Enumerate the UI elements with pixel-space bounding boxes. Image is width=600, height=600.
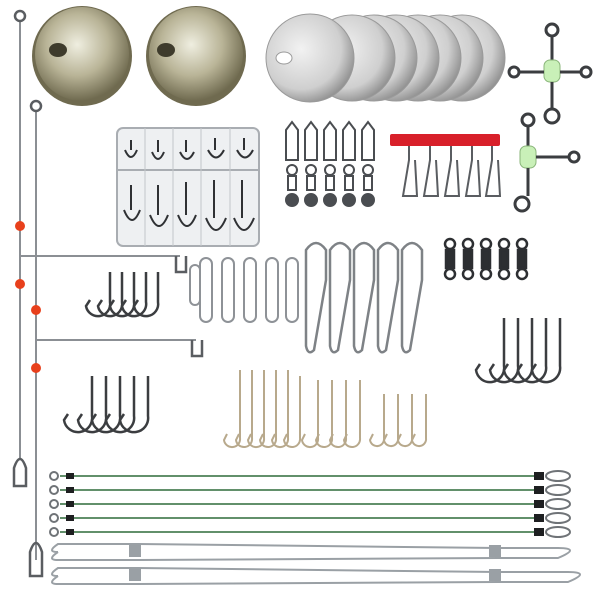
green-wire-leaders <box>49 470 571 538</box>
hook-assortment-box <box>116 127 260 247</box>
black-circle-hooks-left <box>84 272 160 318</box>
three-way-swivel-2 <box>513 112 581 213</box>
lead-disc-weights <box>265 13 506 103</box>
three-way-swivels <box>507 22 593 213</box>
red-bead-snap-clips <box>390 134 502 197</box>
barrel-swivels <box>443 237 529 281</box>
duo-lock-snaps <box>189 257 299 323</box>
black-circle-hooks-lower-left <box>62 376 150 434</box>
brass-weight-1 <box>32 6 132 106</box>
two-hook-rigs <box>12 9 204 578</box>
black-circle-hooks-right <box>474 318 562 384</box>
three-way-swivel-1 <box>507 22 593 125</box>
long-shank-hooks <box>222 370 428 449</box>
fastlock-snaps <box>304 241 424 354</box>
steel-wire-leaders <box>51 543 581 585</box>
snap-swivels <box>285 120 375 207</box>
brass-weight-2 <box>146 6 246 106</box>
brass-weights <box>32 6 246 106</box>
